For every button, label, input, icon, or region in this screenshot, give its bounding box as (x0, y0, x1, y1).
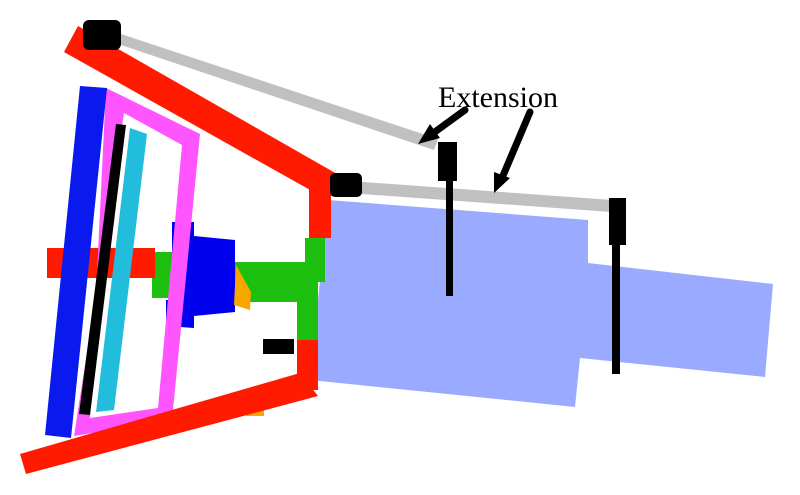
extension-post-2-rod (612, 240, 620, 374)
tube-body (310, 200, 773, 407)
extension-post-1-head (438, 142, 457, 181)
hub-orange-accent (234, 265, 251, 310)
mid-mount (330, 173, 362, 197)
red-frame-top (64, 26, 344, 200)
extension-bar-upper (100, 28, 438, 150)
hub-green-main (232, 238, 325, 340)
extension-arrow-1 (418, 106, 469, 144)
extension-label: Extension (438, 81, 558, 114)
extension-post-2-head (609, 198, 626, 245)
upper-left-mount (83, 20, 121, 50)
magenta-frame (74, 88, 200, 436)
red-frame-bottom (20, 373, 318, 474)
extension-post-1-rod (446, 178, 453, 296)
primary-mirror (45, 86, 107, 438)
extension-bar-lower (348, 181, 612, 212)
black-plate (79, 124, 126, 415)
corrector-plate (96, 128, 147, 412)
small-black-block (263, 339, 294, 354)
extension-arrow-2 (494, 108, 534, 193)
red-frame-vertical-upper (309, 178, 331, 238)
